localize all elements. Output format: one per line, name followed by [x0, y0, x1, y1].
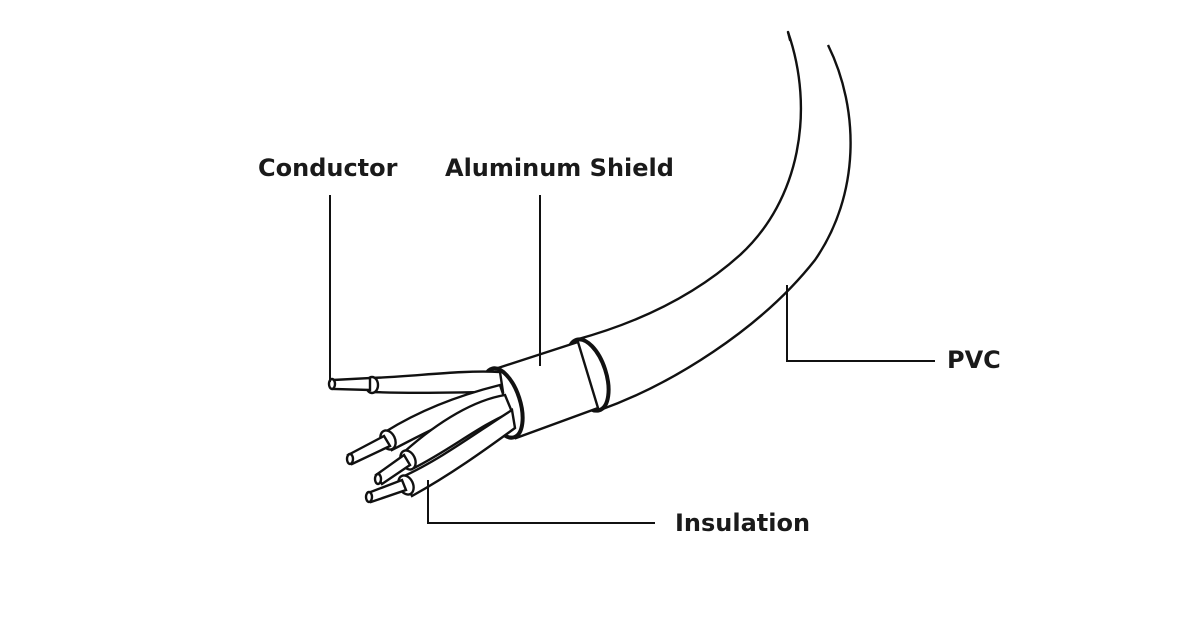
wires [327, 370, 517, 504]
conductor-label: Conductor [258, 154, 398, 182]
aluminum-shield-label: Aluminum Shield [445, 154, 674, 182]
pvc-label: PVC [947, 346, 1001, 374]
leader-lines [329, 195, 935, 524]
insulation-label: Insulation [675, 509, 811, 537]
pvc-jacket [565, 30, 852, 413]
